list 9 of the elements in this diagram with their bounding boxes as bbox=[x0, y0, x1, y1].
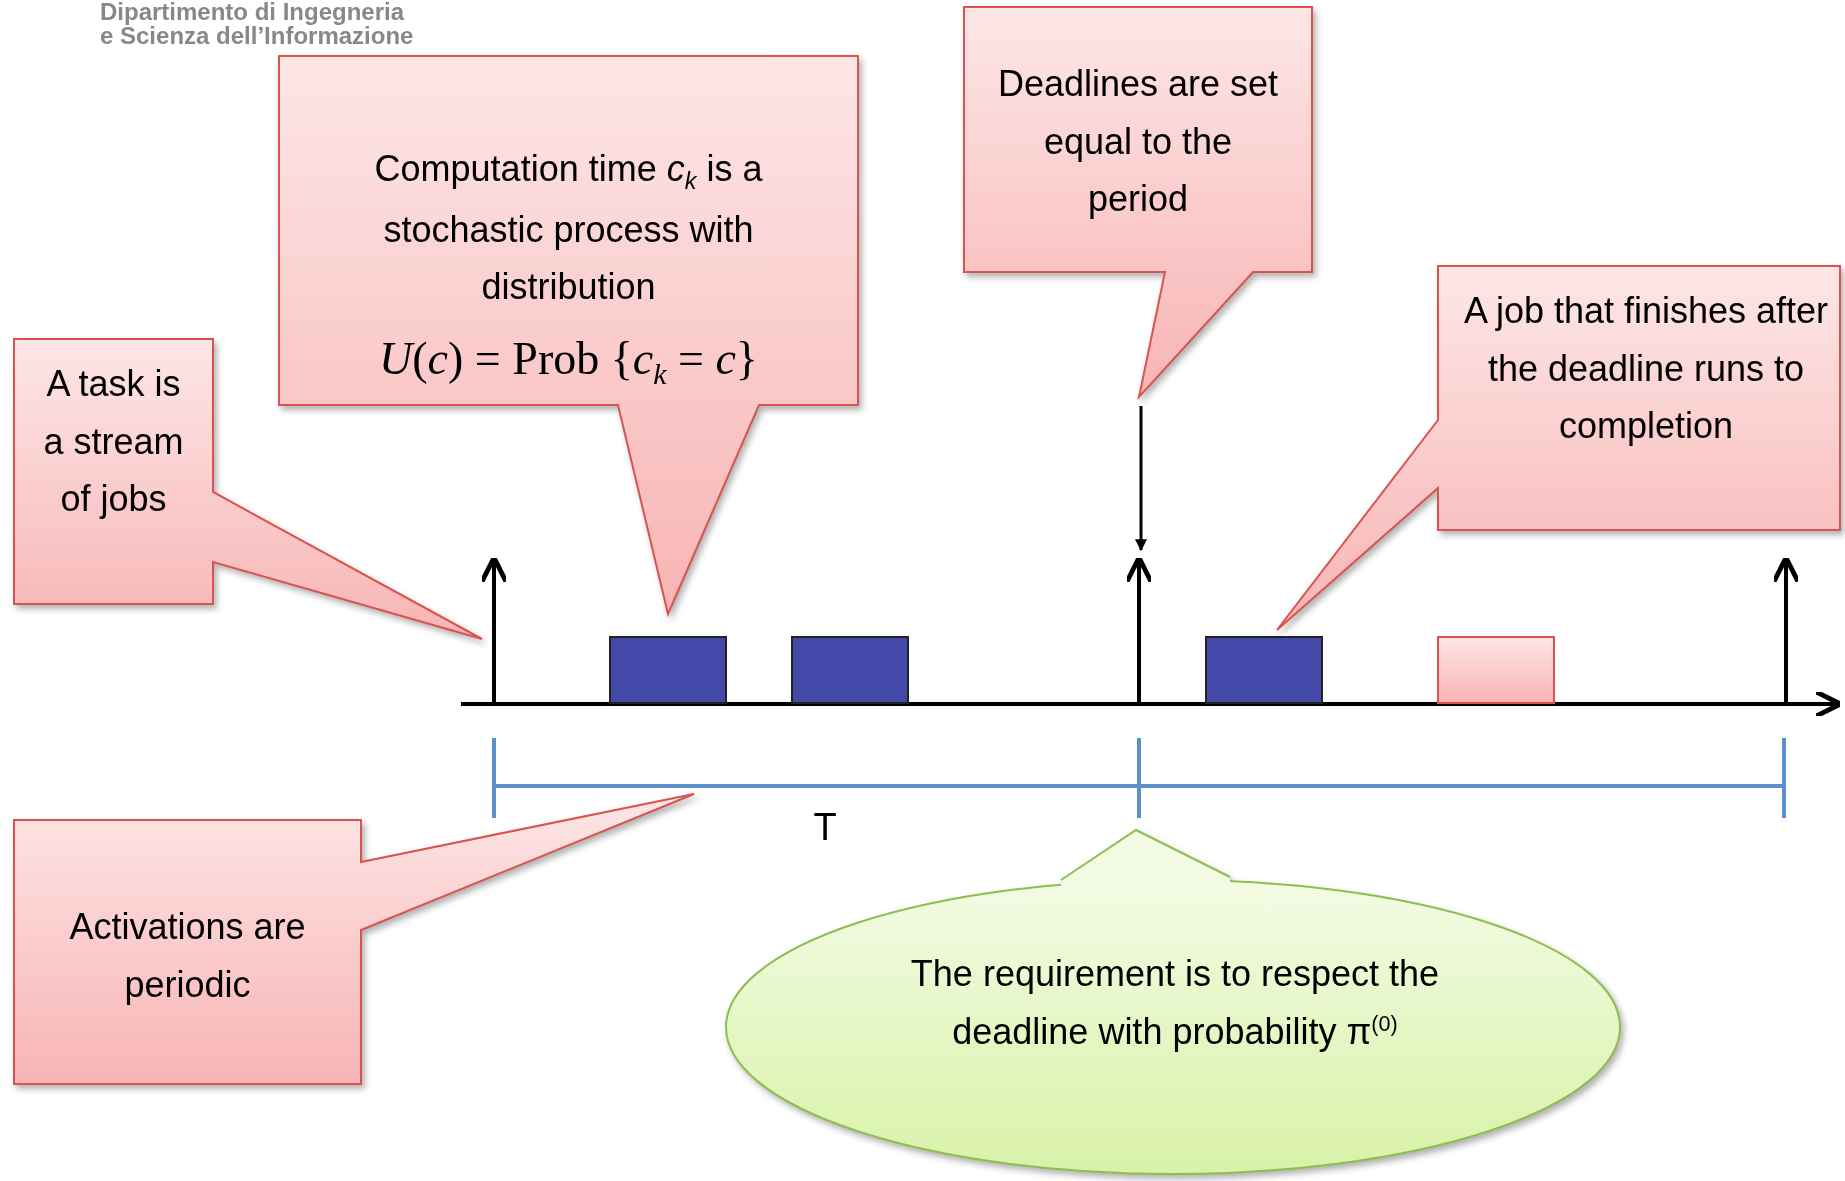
callout-text: Activations are periodic bbox=[68, 905, 307, 1007]
callout-text: A task is a stream of jobs bbox=[42, 362, 185, 522]
callout-text: Computation time c$_{k}$ is a stochastic process with distribution bbox=[373, 147, 764, 310]
callout-text: A job that finishes after the deadline runs to completion bbox=[1462, 289, 1830, 449]
period-label: T bbox=[812, 806, 838, 849]
callout-text: Deadlines are set equal to the period bbox=[996, 62, 1280, 222]
formula: U(c) = Prob {c$_{k}$ = c} bbox=[378, 332, 759, 393]
department-header: e Scienza dell’Informazione bbox=[100, 24, 415, 48]
callout-text: The requirement is to respect the deadline with probability π$^{(0)}$ bbox=[909, 952, 1441, 1054]
